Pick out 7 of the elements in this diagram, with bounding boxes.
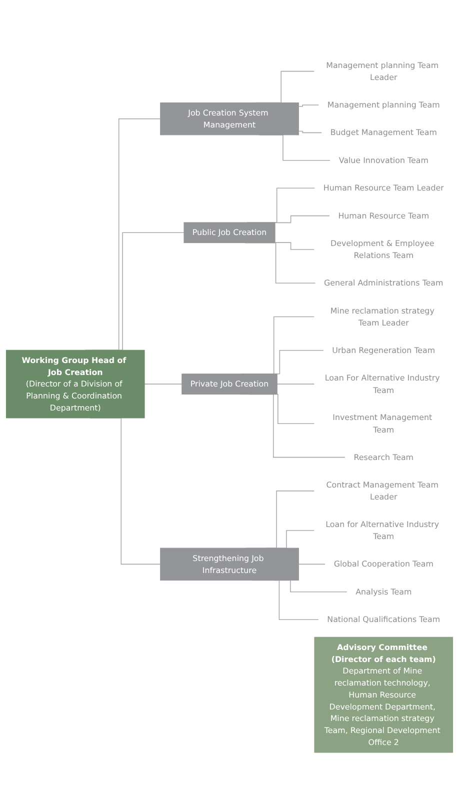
connector — [276, 384, 315, 385]
connector — [274, 242, 315, 250]
connector — [298, 104, 320, 107]
connector — [144, 384, 182, 385]
connector — [298, 564, 326, 565]
connector — [298, 131, 322, 134]
connector — [274, 216, 330, 224]
